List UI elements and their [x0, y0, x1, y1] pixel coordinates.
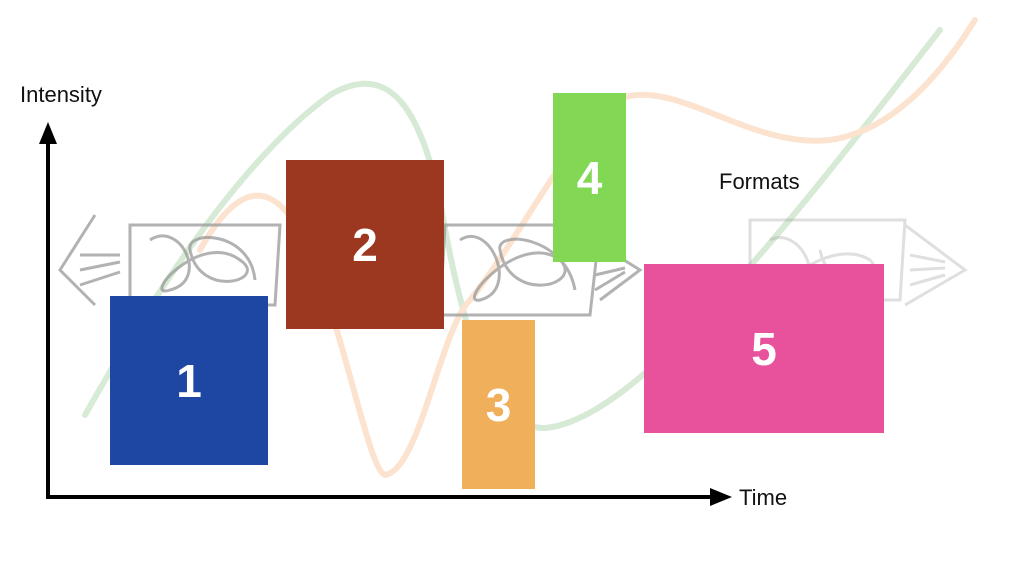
format-block-2-label: 2 — [352, 218, 378, 271]
formats-label: Formats — [719, 169, 800, 194]
x-axis-arrowhead — [710, 488, 732, 506]
y-axis-arrowhead — [39, 122, 57, 144]
format-block-1: 1 — [110, 296, 268, 465]
format-block-3-label: 3 — [485, 378, 512, 431]
format-block-1-label: 1 — [176, 354, 202, 407]
format-block-4-label: 4 — [576, 151, 603, 204]
axes — [39, 122, 732, 506]
sketch-icon-left — [58, 214, 282, 307]
format-block-5: 5 — [644, 264, 884, 433]
format-block-4: 4 — [553, 93, 626, 262]
format-block-3: 3 — [462, 320, 535, 489]
x-axis-label: Time — [739, 485, 788, 510]
format-block-5-label: 5 — [751, 322, 777, 375]
y-axis-label: Intensity — [20, 82, 102, 107]
format-block-2: 2 — [286, 160, 444, 329]
